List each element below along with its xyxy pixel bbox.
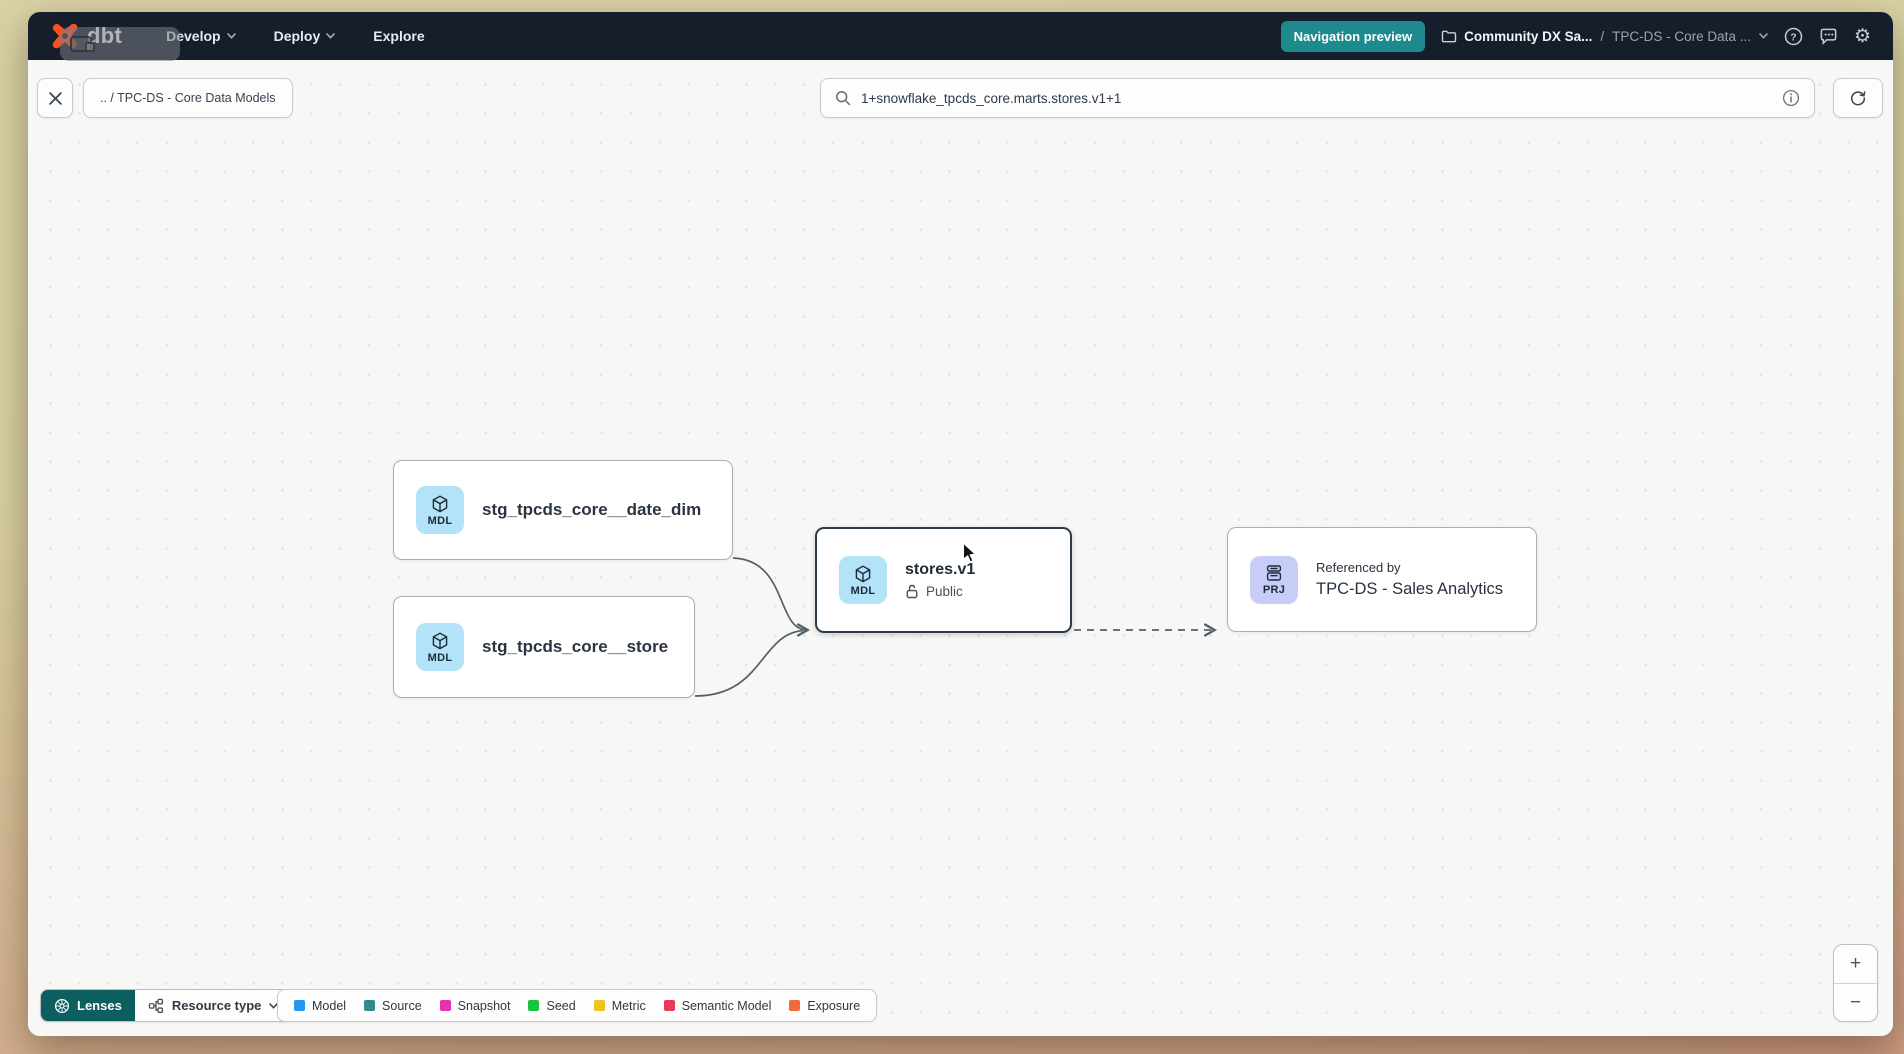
node-referenced-by-project[interactable]: PRJ Referenced by TPC-DS - Sales Analyti… (1227, 527, 1537, 632)
chevron-down-icon (227, 33, 236, 39)
nav-explore[interactable]: Explore (373, 28, 424, 44)
node-title: stores.v1 (905, 561, 975, 579)
zoom-out-button[interactable]: − (1834, 983, 1877, 1021)
legend-metric: Metric (594, 999, 646, 1013)
legend-exposure: Exposure (789, 999, 860, 1013)
info-icon[interactable] (1782, 89, 1800, 107)
node-label: stg_tpcds_core__store (482, 637, 668, 657)
chevron-down-icon (326, 33, 335, 39)
legend-semantic-model-label: Semantic Model (682, 999, 772, 1013)
main-nav: Develop Deploy Explore (166, 28, 425, 44)
legend-exposure-label: Exposure (807, 999, 860, 1013)
model-badge: MDL (839, 556, 887, 604)
help-icon[interactable]: ? (1784, 27, 1803, 46)
model-badge: MDL (416, 623, 464, 671)
referenced-by-caption: Referenced by (1316, 560, 1503, 575)
lenses-button[interactable]: Lenses (41, 990, 135, 1021)
resource-type-legend: Model Source Snapshot Seed Metric Semant… (277, 989, 877, 1022)
close-lineage-button[interactable] (37, 78, 73, 118)
legend-source-swatch (364, 1000, 375, 1011)
top-nav-bar: dbt Develop Deploy Explore Navigation pr… (28, 12, 1893, 60)
resource-type-label: Resource type (172, 998, 262, 1013)
lenses-label: Lenses (77, 998, 122, 1013)
access-label: Public (926, 584, 963, 599)
model-cube-icon (430, 631, 450, 651)
legend-model: Model (294, 999, 346, 1013)
project-stack-icon (1264, 563, 1284, 583)
dbt-app-window: dbt Develop Deploy Explore Navigation pr… (28, 12, 1893, 1036)
search-icon (835, 90, 851, 106)
legend-seed: Seed (528, 999, 575, 1013)
model-cube-icon (853, 564, 873, 584)
chevron-down-icon[interactable] (1759, 33, 1768, 39)
breadcrumb-project-label: Community DX Sa... (1464, 29, 1592, 44)
project-name: TPC-DS - Sales Analytics (1316, 580, 1503, 599)
lineage-search-bar[interactable]: 1+snowflake_tpcds_core.marts.stores.v1+1 (820, 78, 1815, 118)
legend-exposure-swatch (789, 1000, 800, 1011)
svg-text:?: ? (1790, 32, 1796, 43)
lineage-path-label: .. / TPC-DS - Core Data Models (100, 91, 276, 105)
node-stg-tpcds-core-date-dim[interactable]: MDL stg_tpcds_core__date_dim (393, 460, 733, 560)
navigation-preview-badge[interactable]: Navigation preview (1281, 21, 1425, 52)
legend-seed-swatch (528, 1000, 539, 1011)
legend-snapshot-swatch (440, 1000, 451, 1011)
access-row: Public (905, 584, 975, 599)
nav-deploy[interactable]: Deploy (274, 28, 336, 44)
nav-explore-label: Explore (373, 28, 424, 44)
legend-snapshot-label: Snapshot (458, 999, 511, 1013)
legend-seed-label: Seed (546, 999, 575, 1013)
refresh-lineage-button[interactable] (1833, 78, 1883, 118)
header-right: Navigation preview Community DX Sa... / … (1281, 21, 1871, 52)
project-badge: PRJ (1250, 556, 1298, 604)
legend-semantic-model-swatch (664, 1000, 675, 1011)
resource-type-icon (148, 998, 164, 1014)
lineage-path-chip[interactable]: .. / TPC-DS - Core Data Models (83, 78, 293, 118)
nav-deploy-label: Deploy (274, 28, 321, 44)
legend-source-label: Source (382, 999, 422, 1013)
refresh-icon (1849, 89, 1867, 107)
close-icon (48, 91, 63, 106)
unlock-icon (905, 584, 919, 599)
legend-model-label: Model (312, 999, 346, 1013)
legend-source: Source (364, 999, 422, 1013)
settings-gear-icon[interactable]: ⚙ (1854, 27, 1871, 46)
badge-code: MDL (428, 515, 453, 527)
search-input[interactable]: 1+snowflake_tpcds_core.marts.stores.v1+1 (861, 91, 1772, 106)
badge-code: PRJ (1263, 584, 1285, 596)
badge-code: MDL (851, 585, 876, 597)
screen-recorder-pill (60, 27, 180, 61)
breadcrumb-separator: / (1600, 29, 1604, 44)
model-badge: MDL (416, 486, 464, 534)
legend-semantic-model: Semantic Model (664, 999, 772, 1013)
node-stores-v1-selected[interactable]: MDL stores.v1 Public (815, 527, 1072, 633)
resource-type-dropdown[interactable]: Resource type (135, 990, 292, 1021)
breadcrumb-project[interactable]: Community DX Sa... (1441, 29, 1592, 44)
breadcrumb-current[interactable]: TPC-DS - Core Data ... (1612, 29, 1751, 44)
folder-icon (1441, 30, 1457, 43)
feedback-icon[interactable] (1819, 27, 1838, 46)
model-cube-icon (430, 494, 450, 514)
zoom-in-button[interactable]: + (1834, 945, 1877, 983)
node-label: stg_tpcds_core__date_dim (482, 500, 701, 520)
lineage-canvas[interactable]: .. / TPC-DS - Core Data Models 1+snowfla… (28, 60, 1893, 1036)
breadcrumb: Community DX Sa... / TPC-DS - Core Data … (1441, 29, 1768, 44)
edge-date-dim-to-stores (733, 558, 807, 630)
badge-code: MDL (428, 652, 453, 664)
legend-model-swatch (294, 1000, 305, 1011)
screen-share-icon (70, 36, 92, 52)
legend-snapshot: Snapshot (440, 999, 511, 1013)
edge-store-to-stores (695, 631, 803, 697)
legend-metric-swatch (594, 1000, 605, 1011)
zoom-controls: + − (1833, 944, 1878, 1022)
lenses-icon (54, 998, 70, 1014)
node-stg-tpcds-core-store[interactable]: MDL stg_tpcds_core__store (393, 596, 695, 698)
legend-metric-label: Metric (612, 999, 646, 1013)
lenses-control-group: Lenses Resource type (40, 989, 292, 1022)
